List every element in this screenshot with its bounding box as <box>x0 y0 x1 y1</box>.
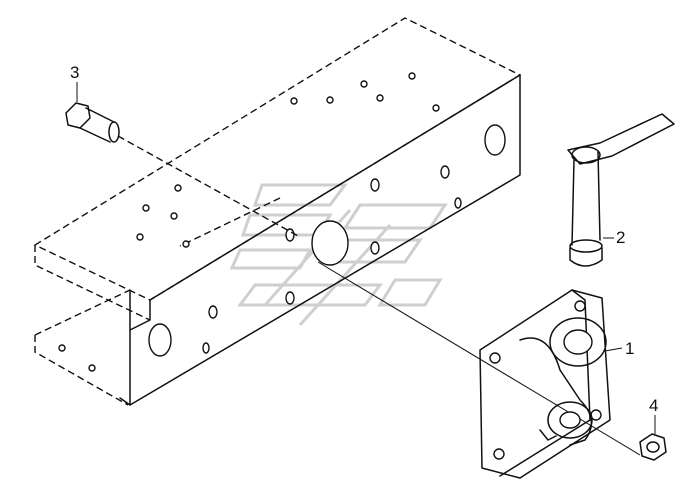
callout-hook: 1 <box>625 339 634 358</box>
nut <box>639 433 667 461</box>
bolt-axis-line <box>117 135 301 238</box>
callout-bolt: 3 <box>70 63 79 82</box>
hook-leader <box>604 347 623 352</box>
towing-hook <box>479 289 611 479</box>
frame-channel <box>33 17 522 406</box>
callout-nut: 4 <box>649 396 658 415</box>
pin <box>567 113 675 267</box>
callout-pin: 2 <box>616 228 625 247</box>
bolt <box>65 102 120 143</box>
watermark-logo <box>229 183 448 327</box>
